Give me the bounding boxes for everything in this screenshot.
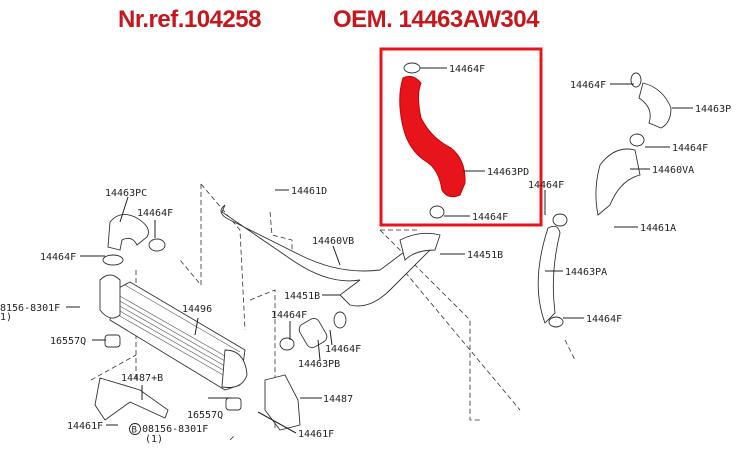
label-8156-qty: 1) [0,312,12,323]
label-14463P: 14463P [695,104,731,115]
hose-14463PD-highlighted [399,75,466,198]
clamp-14464F [403,62,421,74]
label-14461F: 14461F [298,429,334,440]
label-14461A: 14461A [640,223,676,234]
label-14464F: 14464F [672,143,708,154]
bracket-14487B [94,377,169,421]
oem-number: OEM. 14463AW304 [333,6,539,33]
bracket-14487 [264,374,301,431]
label-14463PC: 14463PC [105,188,147,199]
clamp-14464F [630,72,642,88]
intercooler-14496 [99,274,248,391]
hose-14463P [638,82,672,129]
highlight-box [379,47,543,227]
label-14464F: 14464F [570,80,606,91]
assembly-line [380,229,576,411]
label-14464F: 14464F [40,252,76,263]
label-14464F: 14464F [472,212,508,223]
assembly-line [269,211,293,255]
tube-14460VB [220,204,431,307]
leader-lines [66,67,693,434]
hose-14463PA [537,225,561,324]
label-14463PD: 14463PD [487,167,529,178]
clamp-14464F [429,205,445,219]
clamp-14464F [102,254,124,266]
clamp-14464F [333,311,347,329]
label-14461D: 14461D [291,186,327,197]
tube-14460VA [595,148,641,216]
assembly-line [179,184,202,287]
label-16557Q: 16557Q [50,336,86,347]
label-14463PB: 14463PB [298,359,340,370]
label-14464F: 14464F [586,314,622,325]
label-14461F: 14461F [67,421,103,432]
label-14463PA: 14463PA [565,267,607,278]
clamp-14464F [279,337,295,351]
label-14460VA: 14460VA [652,165,694,176]
label-14451B: 14451B [467,250,503,261]
clamp-14464F [552,213,568,227]
badge-circle-icon [129,423,141,435]
label-badge-B: B [132,426,137,436]
label-14464F: 14464F [325,344,361,355]
label-14487: 14487 [323,394,353,405]
label-08156-8301F: 08156-8301F [142,424,208,435]
mount-16557Q [225,397,242,411]
hose-14463PC [107,213,149,251]
hose-14463PB [298,317,328,349]
label-14464F: 14464F [449,64,485,75]
bracket [399,232,441,261]
assembly-line [90,183,480,421]
label-14496: 14496 [182,304,212,315]
mount-16557Q [104,334,121,348]
clamp-14464F [148,238,166,252]
label-8156-8301F: 8156-8301F [0,303,60,314]
reference-number: Nr.ref.104258 [118,6,261,33]
clamp-14464F [548,316,564,328]
label-16557Q: 16557Q [187,410,223,421]
label-08156-qty: (1) [145,434,163,445]
label-14460VB: 14460VB [312,236,354,247]
clamp-14464F [629,133,645,147]
label-14464F: 14464F [528,180,564,191]
label-14451B: 14451B [284,291,320,302]
label-14464F: 14464F [271,310,307,321]
label-14487B: 14487+B [121,373,163,384]
label-14464F: 14464F [137,208,173,219]
